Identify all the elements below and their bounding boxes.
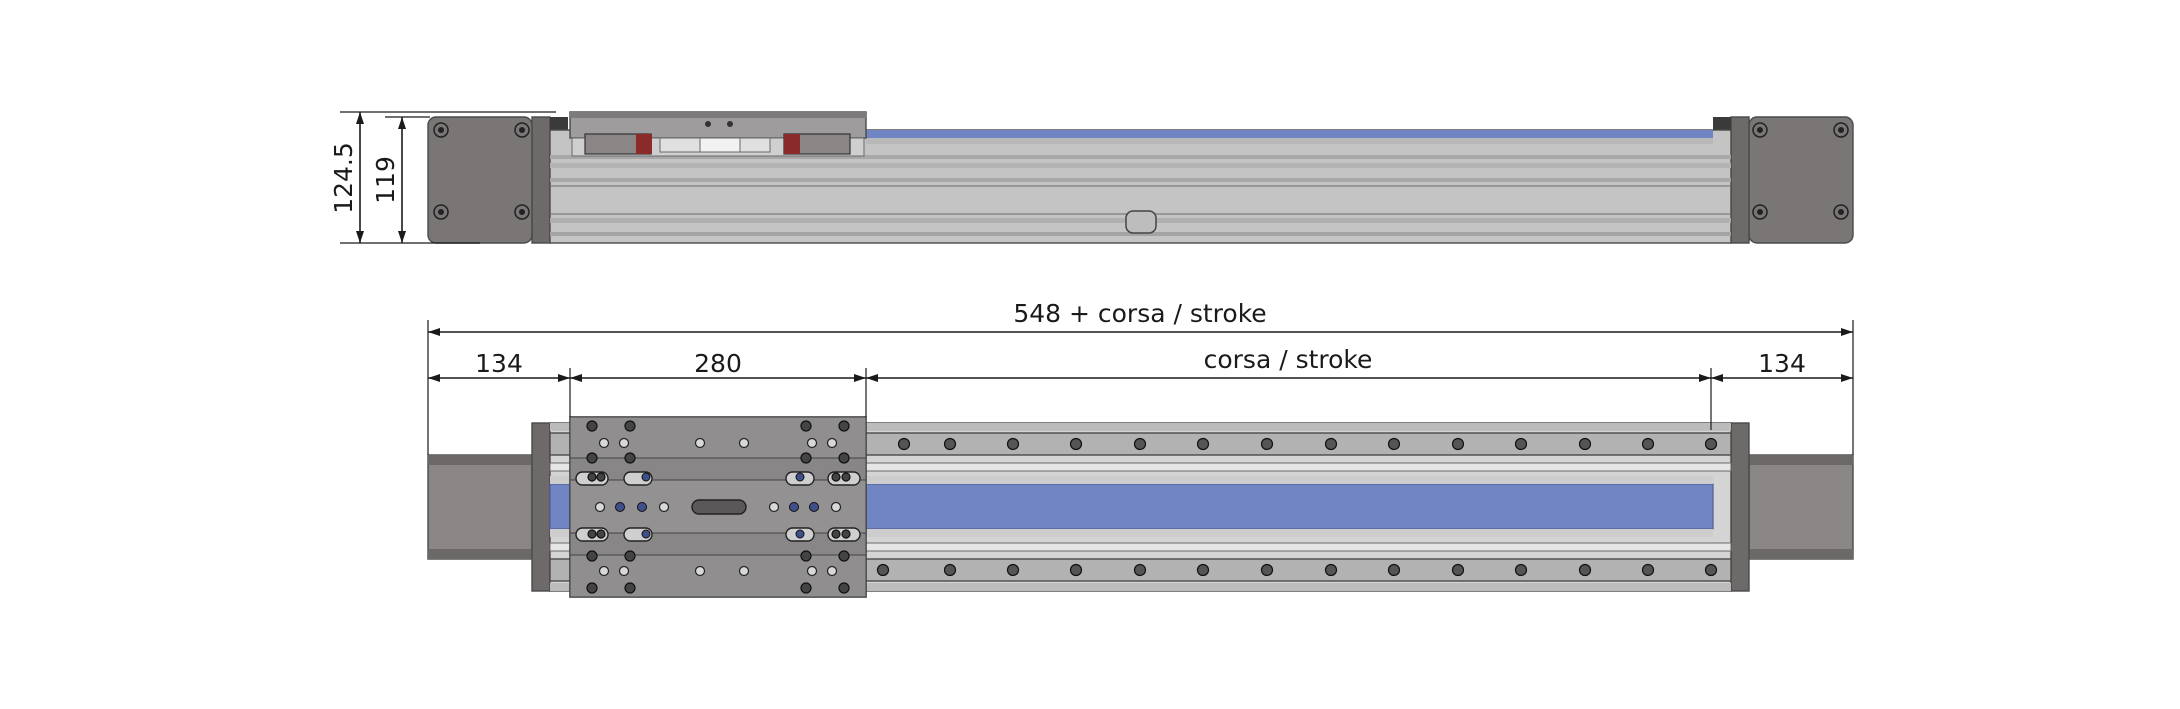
screw-icon (514, 204, 530, 220)
dim-height-inner: 119 (371, 156, 400, 204)
screw-icon (1752, 204, 1768, 220)
rail-screws-upper (897, 437, 1718, 451)
dim-overall-length: 548 + corsa / stroke (1013, 299, 1266, 328)
dim-carriage: 280 (694, 349, 742, 378)
rail-screws-lower (876, 563, 1718, 577)
top-carriage (569, 416, 867, 598)
top-left-end-block (427, 454, 533, 560)
dim-end-right: 134 (1758, 349, 1806, 378)
dim-end-left: 134 (475, 349, 523, 378)
dim-height-outer: 124.5 (329, 142, 358, 214)
side-slot (1125, 210, 1157, 234)
screw-icon (433, 122, 449, 138)
side-dimensions: 124.5 119 (329, 111, 556, 244)
top-right-end-block (1748, 454, 1854, 560)
screw-icon (1833, 122, 1849, 138)
screw-icon (433, 204, 449, 220)
side-view (427, 111, 1854, 244)
carriage-center-slot (691, 499, 747, 515)
screw-icon (1833, 204, 1849, 220)
screw-icon (514, 122, 530, 138)
top-dimensions: 548 + corsa / stroke 134 280 corsa / str… (427, 299, 1854, 455)
dim-stroke: corsa / stroke (1204, 345, 1373, 374)
top-view (427, 416, 1854, 598)
screw-icon (1752, 122, 1768, 138)
